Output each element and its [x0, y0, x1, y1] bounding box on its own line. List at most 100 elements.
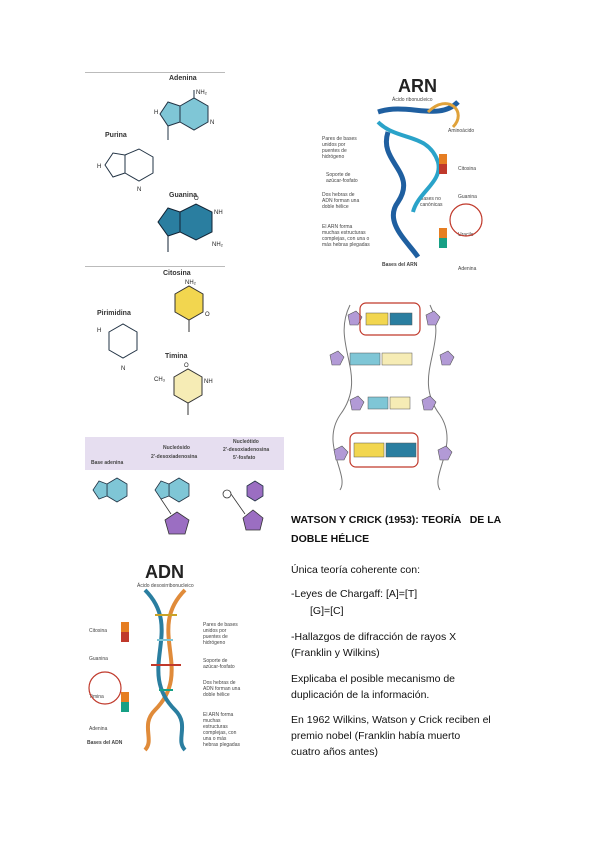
adn-base-a — [121, 702, 129, 712]
nucleoside-base-hex — [168, 477, 190, 503]
paragraph-chargaff-1: -Leyes de Chargaff: [A]=[T] — [291, 588, 418, 600]
arn-label-citosina: Citosina — [458, 166, 477, 172]
paragraph-nobel-3: cuatro años antes) — [291, 746, 378, 758]
purina-n: N — [137, 187, 141, 193]
adn-label-soporte: Soporte de azúcar-fosfato — [203, 658, 235, 670]
adn-label-arn-forma: El ARN forma muchas estructuras compleja… — [203, 712, 240, 748]
backbone-right — [427, 304, 448, 491]
adenine-base-hex — [106, 477, 128, 503]
arn-label-aminoacido: Aminoácido — [448, 128, 475, 134]
paragraph-rayos-x-1: -Hallazgos de difracción de rayos X — [291, 631, 457, 643]
divider-top — [85, 72, 225, 73]
figure-nucleotide: Base adenina Nucleósido 2'-desoxiadenosi… — [85, 437, 284, 547]
sugar-3 — [329, 350, 345, 366]
arn-label-bases-del: Bases del ARN — [382, 262, 418, 268]
adenina-label: Adenina — [169, 75, 197, 82]
arn-base-c — [439, 154, 447, 164]
adn-base-c — [121, 622, 129, 632]
adn-base-t — [121, 692, 129, 702]
paragraph-explicaba-1: Explicaba el posible mecanismo de — [291, 673, 456, 685]
figure-adn: ADN Ácido desoxirribonucleico Citosina G… — [85, 560, 245, 752]
double-helix-diagram — [329, 302, 455, 491]
pair-1-right — [389, 312, 413, 326]
sugar-4 — [439, 350, 455, 366]
timina-nh: NH — [204, 379, 213, 385]
col-nucleotido: Nucleótido — [233, 439, 259, 445]
timina-hex — [173, 368, 203, 404]
arn-label-adenina: Adenina — [458, 266, 477, 272]
sugar-7 — [333, 445, 349, 461]
timina-ch3: CH₃ — [154, 377, 166, 383]
paragraph-nobel-1: En 1962 Wilkins, Watson y Crick reciben … — [291, 714, 491, 726]
citosina-nh2: NH₂ — [185, 280, 197, 286]
pirimidina-n: N — [121, 366, 125, 372]
pirimidina-hex — [108, 323, 138, 359]
adn-label-citosina: Citosina — [89, 628, 108, 634]
adenina-h: H — [154, 110, 158, 116]
arn-base-g — [439, 164, 447, 174]
arn-label-bases-no: Bases no canónicas — [420, 196, 443, 208]
adn-label-guanina: Guanina — [89, 656, 108, 662]
figure-arn: ARN Ácido ribonucleico Pares de bases un… — [318, 72, 488, 272]
guanina-hex — [179, 203, 213, 241]
sugar-6 — [421, 395, 437, 411]
adn-strand-2 — [143, 588, 187, 752]
nucleotide-base-hex — [246, 480, 264, 502]
paragraph-nobel-2: premio nobel (Franklin había muerto — [291, 730, 461, 742]
arn-subtitle: Ácido ribonucleico — [392, 97, 433, 103]
col-base-adenina: Base adenina — [91, 460, 124, 466]
col-nucleosido-name: 2'-desoxiadenosina — [151, 454, 198, 460]
guanina-molecule: NH NH₂ O — [157, 196, 224, 252]
sugar-8 — [437, 445, 453, 461]
arn-structure — [376, 100, 483, 259]
pirimidina-label: Pirimidina — [97, 310, 131, 317]
citosina-hex — [174, 285, 204, 321]
adenina-n: N — [210, 120, 214, 126]
arn-base-a — [439, 238, 447, 248]
adn-label-adenina: Adenina — [89, 726, 108, 732]
adenine-base-pent — [92, 480, 108, 500]
guanina-o: O — [194, 196, 199, 202]
purina-hex — [124, 148, 154, 182]
timina-molecule: O CH₃ NH — [154, 363, 213, 415]
pair-3-left — [367, 396, 389, 410]
guanina-label: Guanina — [169, 192, 198, 199]
figure-nitrogenous-bases: Adenina Purina Guanina Citosina Pirimidi… — [85, 70, 285, 425]
adn-helix — [88, 588, 187, 752]
citosina-o: O — [205, 312, 210, 318]
arn-uracilo-highlight — [449, 203, 483, 237]
arn-label-soporte: Soporte de azúcar-fosfato — [326, 172, 358, 184]
adenina-nh2: NH₂ — [196, 90, 208, 96]
backbone-left — [332, 304, 353, 491]
purina-pent — [104, 152, 126, 178]
highlight-top — [359, 302, 421, 336]
col-nucleosido: Nucleósido — [163, 445, 190, 451]
pair-3-right — [389, 396, 411, 410]
pair-2-right — [381, 352, 413, 366]
arn-label-uracilo: Uracilo — [458, 232, 474, 238]
pirimidina-h: H — [97, 328, 101, 334]
adn-timina-highlight — [88, 671, 122, 705]
purina-molecule: H N — [97, 148, 154, 193]
arn-label-dos-hebras: Dos hebras de ADN forman una doble hélic… — [322, 192, 360, 210]
purina-h: H — [97, 164, 101, 170]
purina-label: Purina — [105, 132, 127, 139]
nucleotide-drawings — [92, 477, 264, 535]
adenina-hex — [179, 97, 209, 131]
guanina-pent — [157, 207, 181, 237]
highlight-bottom — [349, 432, 419, 468]
col-nucleotido-name: 2'-desoxiadenosina — [223, 447, 270, 453]
arn-strand-1 — [377, 100, 460, 259]
citosina-molecule: NH₂ O — [174, 280, 210, 332]
timina-o: O — [184, 363, 189, 369]
paragraph-unica: Única teoría coherente con: — [291, 564, 420, 576]
adn-label-bases-del: Bases del ADN — [87, 740, 123, 746]
adenina-molecule: NH₂ N H — [154, 90, 214, 140]
nucleoside-sugar — [164, 511, 190, 535]
arn-loop — [426, 102, 460, 129]
nucleotide-phosphate — [222, 489, 232, 499]
figure-double-helix-structure — [310, 285, 470, 495]
adn-title: ADN — [145, 562, 184, 582]
citosina-label: Citosina — [163, 270, 191, 277]
heading-line-2: DOBLE HÉLICE — [291, 533, 370, 545]
